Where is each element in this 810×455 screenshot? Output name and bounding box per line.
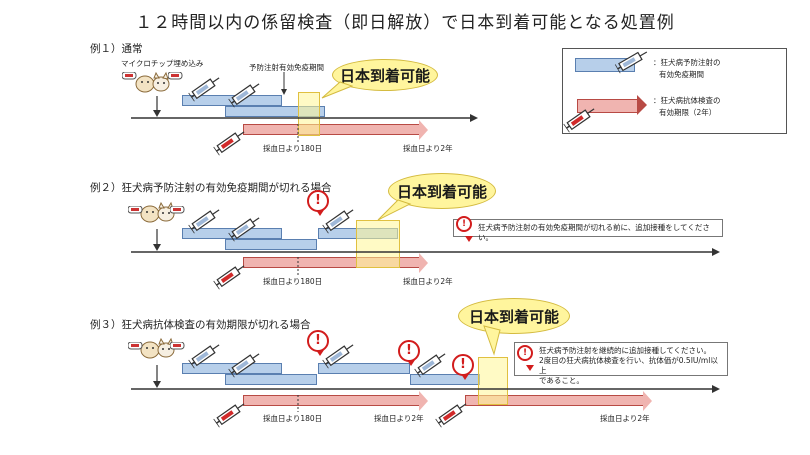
- legend-red-label-2: 有効期限（2年）: [659, 108, 717, 117]
- note-line-3: であること。: [539, 376, 584, 385]
- arrival-window: [298, 92, 320, 136]
- antibody-validity-bar: [243, 391, 428, 411]
- note-line-2: 2度目の狂犬病抗体検査を行い、抗体価が0.5IU/ml以上: [539, 356, 718, 375]
- vaccine-period-bar: [318, 363, 410, 374]
- arrival-possible-bubble: 日本到着可能: [332, 59, 438, 91]
- vaccine-period-bar: [225, 106, 325, 117]
- antibody-validity-bar: [243, 253, 428, 273]
- vaccine-period-bar: [225, 239, 317, 250]
- legend-blue-swatch: [575, 58, 635, 72]
- antibody-validity-bar: [243, 120, 428, 140]
- days-180-label: 採血日より180日: [263, 414, 323, 423]
- arrival-window: [356, 220, 400, 268]
- legend-blue-label-2: 有効免疫期間: [659, 70, 704, 79]
- microchip-label: マイクロチップ埋め込み: [121, 59, 204, 68]
- vaccine-period-label: 予防注射有効免疫期間: [249, 63, 324, 72]
- warning-icon: !: [452, 354, 474, 380]
- vaccine-warning-note: 狂犬病予防注射の有効免疫期間が切れる前に、追加接種をしてください。: [453, 219, 723, 242]
- antibody-warning-note: 狂犬病予防注射を継続的に追加接種してください。 2度目の狂犬病抗体検査を行い、抗…: [514, 342, 728, 385]
- years-2-label: 採血日より2年: [600, 414, 650, 423]
- legend-red-label-1: ：狂犬病抗体検査の: [653, 96, 721, 105]
- page-title: １２時間以内の係留検査（即日解放）で日本到着可能となる処置例: [135, 13, 675, 33]
- days-180-label: 採血日より180日: [263, 144, 323, 153]
- warning-icon: !: [307, 330, 329, 356]
- legend-blue-label-1: ：狂犬病予防注射の: [653, 58, 721, 67]
- arrival-window: [478, 357, 508, 405]
- warning-icon: !: [456, 216, 473, 242]
- legend-red-arrowhead: [637, 95, 647, 115]
- legend-box: ：狂犬病予防注射の 有効免疫期間 ：狂犬病抗体検査の 有効期限（2年）: [562, 46, 787, 134]
- years-2-label: 採血日より2年: [374, 414, 424, 423]
- warning-icon: !: [307, 190, 329, 216]
- years-2-label: 採血日より2年: [403, 144, 453, 153]
- warning-icon: !: [398, 340, 420, 366]
- warning-icon: !: [517, 345, 534, 371]
- years-2-label: 採血日より2年: [403, 277, 453, 286]
- days-180-label: 採血日より180日: [263, 277, 323, 286]
- note-text: 狂犬病予防注射の有効免疫期間が切れる前に、追加接種をしてください。: [478, 223, 710, 242]
- note-line-1: 狂犬病予防注射を継続的に追加接種してください。: [539, 346, 712, 355]
- example-1-label: 例１）通常: [90, 43, 143, 55]
- arrival-possible-bubble: 日本到着可能: [458, 298, 570, 334]
- example-2-label: 例２）狂犬病予防注射の有効免疫期間が切れる場合: [90, 182, 332, 194]
- vaccine-period-bar: [225, 374, 317, 385]
- example-3-label: 例３）狂犬病抗体検査の有効期限が切れる場合: [90, 319, 311, 331]
- antibody-validity-bar: [465, 391, 652, 411]
